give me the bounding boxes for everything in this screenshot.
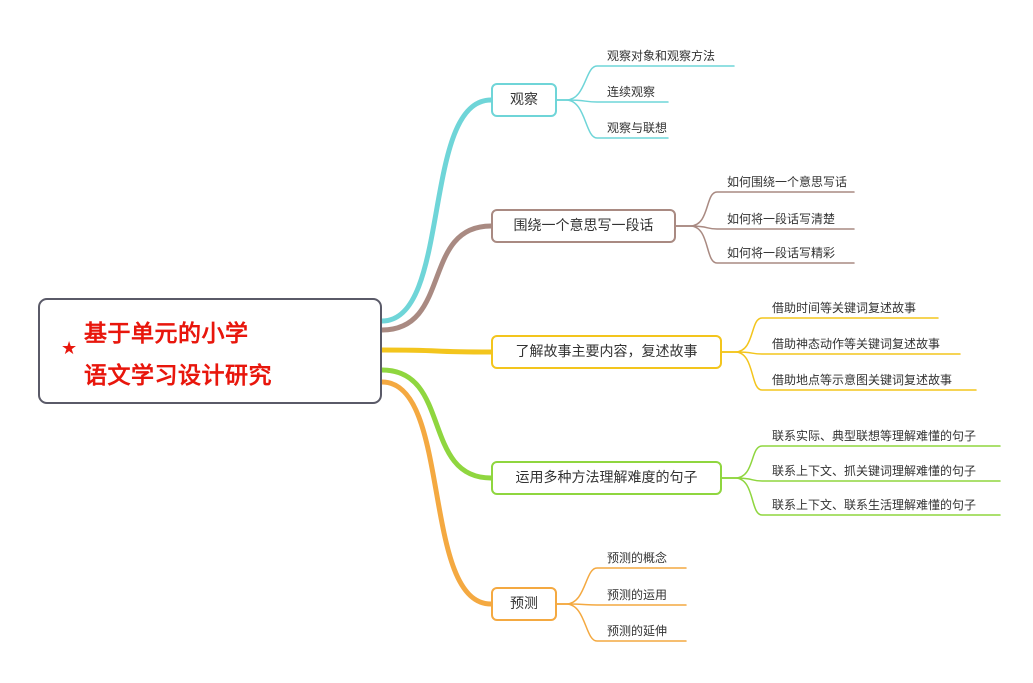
branch-paragraph-writing[interactable]: 围绕一个意思写一段话 [491, 209, 676, 243]
branch-connector [379, 97, 494, 324]
leaf-topic[interactable]: 预测的延伸 [607, 624, 668, 638]
leaf-connector [556, 603, 687, 606]
leaf-topic[interactable]: 如何将一段话写清楚 [727, 212, 836, 226]
leaf-topic[interactable]: 联系上下文、抓关键词理解难懂的句子 [772, 464, 977, 478]
leaf-topic[interactable]: 预测的运用 [607, 588, 668, 602]
branch-sentence-understanding[interactable]: 运用多种方法理解难度的句子 [491, 461, 722, 495]
leaf-topic[interactable]: 借助时间等关键词复述故事 [772, 301, 917, 315]
branch-observation[interactable]: 观察 [491, 83, 557, 117]
branch-connector [379, 367, 494, 481]
star-icon: ★ [61, 338, 78, 359]
branch-connector [379, 347, 494, 355]
leaf-topic[interactable]: 如何围绕一个意思写话 [727, 175, 848, 189]
leaf-topic[interactable]: 预测的概念 [607, 551, 668, 565]
leaf-topic[interactable]: 联系实际、典型联想等理解难懂的句子 [772, 429, 977, 443]
leaf-connector [556, 603, 687, 642]
leaf-connector [556, 99, 669, 139]
root-title-line-2: 语文学习设计研究 [84, 363, 272, 389]
branch-connector [379, 379, 494, 607]
branch-prediction[interactable]: 预测 [491, 587, 557, 621]
root-title-line-1: 基于单元的小学 [84, 321, 249, 347]
leaf-topic[interactable]: 观察对象和观察方法 [607, 49, 716, 63]
leaf-connector [675, 225, 855, 264]
branch-story-retelling[interactable]: 了解故事主要内容，复述故事 [491, 335, 722, 369]
leaf-connector [721, 351, 977, 391]
leaf-topic[interactable]: 借助地点等示意图关键词复述故事 [772, 373, 953, 387]
leaf-connector [721, 351, 961, 355]
leaf-topic[interactable]: 如何将一段话写精彩 [727, 246, 836, 260]
leaf-topic[interactable]: 借助神态动作等关键词复述故事 [772, 337, 941, 351]
leaf-topic[interactable]: 连续观察 [607, 85, 656, 99]
branch-connector [379, 223, 494, 333]
leaf-topic[interactable]: 观察与联想 [607, 121, 668, 135]
root-topic[interactable]: ★ 基于单元的小学 语文学习设计研究 [38, 298, 382, 404]
leaf-topic[interactable]: 联系上下文、联系生活理解难懂的句子 [772, 498, 977, 512]
leaf-connector [721, 477, 1001, 516]
